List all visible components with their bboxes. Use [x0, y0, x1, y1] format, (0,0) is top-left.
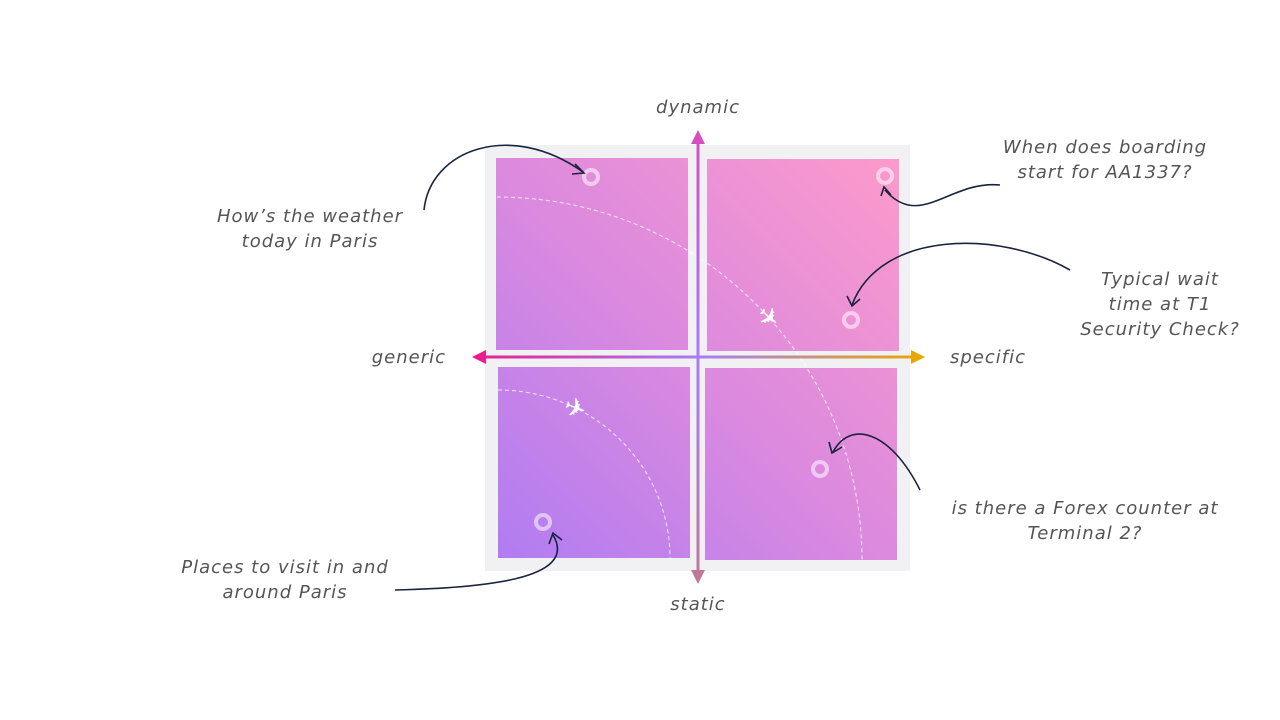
annotation-forex: is there a Forex counter at Terminal 2?	[920, 496, 1250, 546]
quadrant-top-right	[707, 159, 899, 351]
annotation-arrow	[394, 534, 559, 591]
location-marker-icon	[876, 167, 894, 185]
arrowhead-icon	[548, 531, 563, 545]
annotation-line: around Paris	[222, 582, 348, 603]
annotation-line: Terminal 2?	[1027, 523, 1143, 544]
right-arrowhead-icon	[911, 350, 925, 364]
axis-label-generic: generic	[371, 347, 446, 368]
annotation-boarding: When does boarding start for AA1337?	[975, 135, 1235, 185]
bottom-arrowhead-icon	[691, 570, 705, 584]
outer-orbit-path	[496, 196, 863, 561]
axis-label-static: static	[670, 594, 726, 615]
annotation-line: Typical wait	[1101, 269, 1219, 290]
left-arrowhead-icon	[472, 350, 486, 364]
arrowhead-icon	[880, 185, 892, 197]
annotation-line: today in Paris	[241, 231, 379, 252]
annotation-arrow	[851, 242, 1071, 306]
location-marker-icon	[582, 168, 600, 186]
annotation-arrow	[423, 144, 584, 211]
axis-label-specific: specific	[950, 347, 1027, 368]
annotation-line: How’s the weather	[216, 206, 404, 227]
inner-orbit-path	[497, 389, 671, 559]
location-marker-icon	[842, 311, 860, 329]
annotation-line: start for AA1337?	[1017, 162, 1193, 183]
quadrant-bottom-right	[705, 368, 897, 560]
location-marker-icon	[534, 513, 552, 531]
arrowhead-icon	[571, 163, 586, 175]
annotation-line: When does boarding	[1002, 137, 1208, 158]
axis-label-dynamic: dynamic	[656, 97, 740, 118]
arrowhead-icon	[828, 441, 843, 455]
annotation-arrow	[884, 183, 1001, 207]
arrowhead-icon	[846, 295, 861, 308]
annotation-places: Places to visit in and around Paris	[150, 555, 420, 605]
location-marker-icon	[811, 460, 829, 478]
annotation-line: Places to visit in and	[181, 557, 389, 578]
quadrant-bottom-left	[498, 367, 690, 558]
annotation-line: time at T1	[1108, 294, 1212, 315]
annotation-line: Security Check?	[1080, 319, 1240, 340]
annotation-arrow	[832, 433, 921, 491]
annotation-weather: How’s the weather today in Paris	[190, 204, 430, 254]
annotation-line: is there a Forex counter at	[951, 498, 1219, 519]
annotation-wait-time: Typical wait time at T1 Security Check?	[1050, 267, 1270, 342]
quadrant-top-left	[496, 158, 688, 350]
top-arrowhead-icon	[691, 130, 705, 144]
